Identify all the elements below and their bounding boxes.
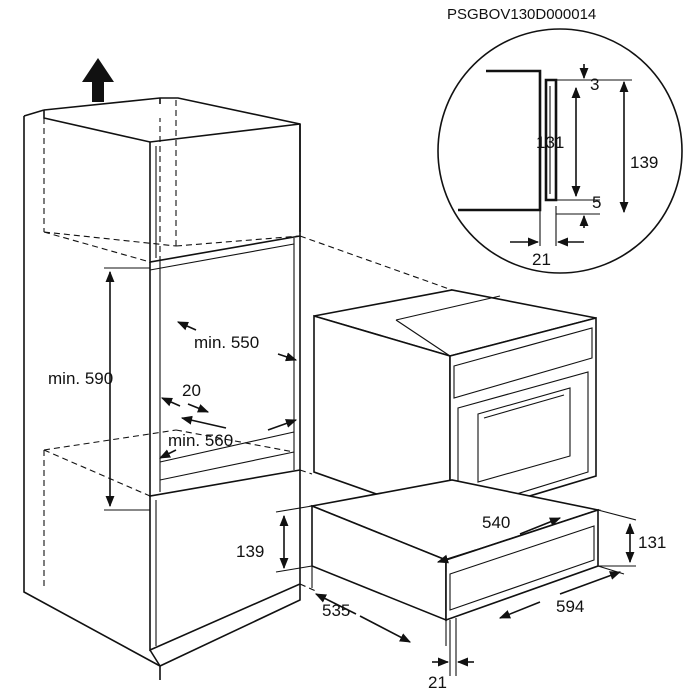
dim-20: 20 bbox=[160, 381, 210, 413]
warming-drawer bbox=[309, 479, 602, 622]
dim-131-right: 131 bbox=[597, 509, 666, 567]
label-detail-139: 139 bbox=[630, 153, 658, 172]
dim-594: 594 bbox=[498, 565, 625, 619]
label-540: 540 bbox=[482, 513, 510, 532]
label-min-590: min. 590 bbox=[48, 369, 113, 388]
label-min-560: min. 560 bbox=[168, 431, 233, 450]
document-code: PSGBOV130D000014 bbox=[447, 6, 596, 23]
label-594: 594 bbox=[556, 597, 584, 616]
label-detail-5: 5 bbox=[592, 193, 601, 212]
label-20: 20 bbox=[182, 381, 201, 400]
dim-535: 535 bbox=[311, 566, 447, 646]
label-detail-131: 131 bbox=[536, 133, 564, 152]
dim-21-bottom: 21 bbox=[428, 618, 474, 692]
dim-min-590: min. 590 bbox=[48, 267, 150, 511]
up-arrow-icon bbox=[82, 58, 114, 102]
label-21-bottom: 21 bbox=[428, 673, 447, 692]
label-min-550: min. 550 bbox=[194, 333, 259, 352]
tall-cabinet bbox=[23, 97, 301, 680]
label-535: 535 bbox=[322, 601, 350, 620]
label-detail-3: 3 bbox=[590, 75, 599, 94]
dim-min-550: min. 550 bbox=[176, 321, 298, 362]
detail-circle: 3 131 139 5 21 bbox=[437, 28, 683, 274]
oven bbox=[313, 289, 597, 522]
dim-139-left: 139 bbox=[236, 505, 313, 573]
dim-540: 540 bbox=[436, 513, 562, 564]
label-131-right: 131 bbox=[638, 533, 666, 552]
label-detail-21: 21 bbox=[532, 250, 551, 269]
dim-min-560: min. 560 bbox=[158, 415, 298, 459]
label-139-left: 139 bbox=[236, 542, 264, 561]
